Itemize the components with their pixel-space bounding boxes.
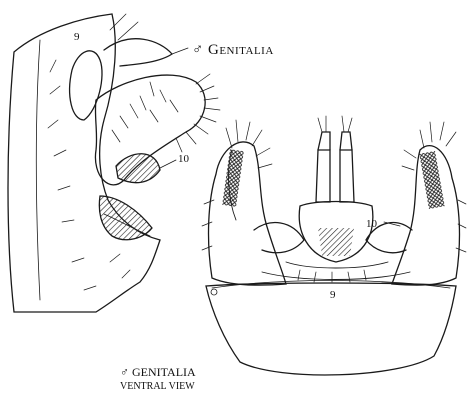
ventral-caption-line2: VENTRAL VIEW [120,381,195,392]
ventral-left-process-10 [254,223,304,253]
ventral-caption-line1: ♂ GENITALIA [120,365,196,379]
lateral-segment-9-lobe [70,51,102,120]
ventral-left-clasper-hatch [222,149,244,206]
ventral-view-drawing [202,116,466,375]
ventral-right-rod [340,150,354,202]
lateral-caption: ♂ Genitalia [192,42,274,58]
lateral-label-9: 9 [74,31,80,43]
lateral-label-10: 10 [178,153,190,165]
ventral-label-9: 9 [330,289,336,301]
lateral-process-10 [116,154,160,183]
ventral-right-clasper-hatch [419,151,444,209]
ventral-left-clasper [209,142,286,285]
ventral-left-rod [316,150,330,202]
ventral-central-hatch [318,228,354,256]
ventral-label-10: 10 [366,218,378,230]
ventral-bristles [202,116,466,282]
